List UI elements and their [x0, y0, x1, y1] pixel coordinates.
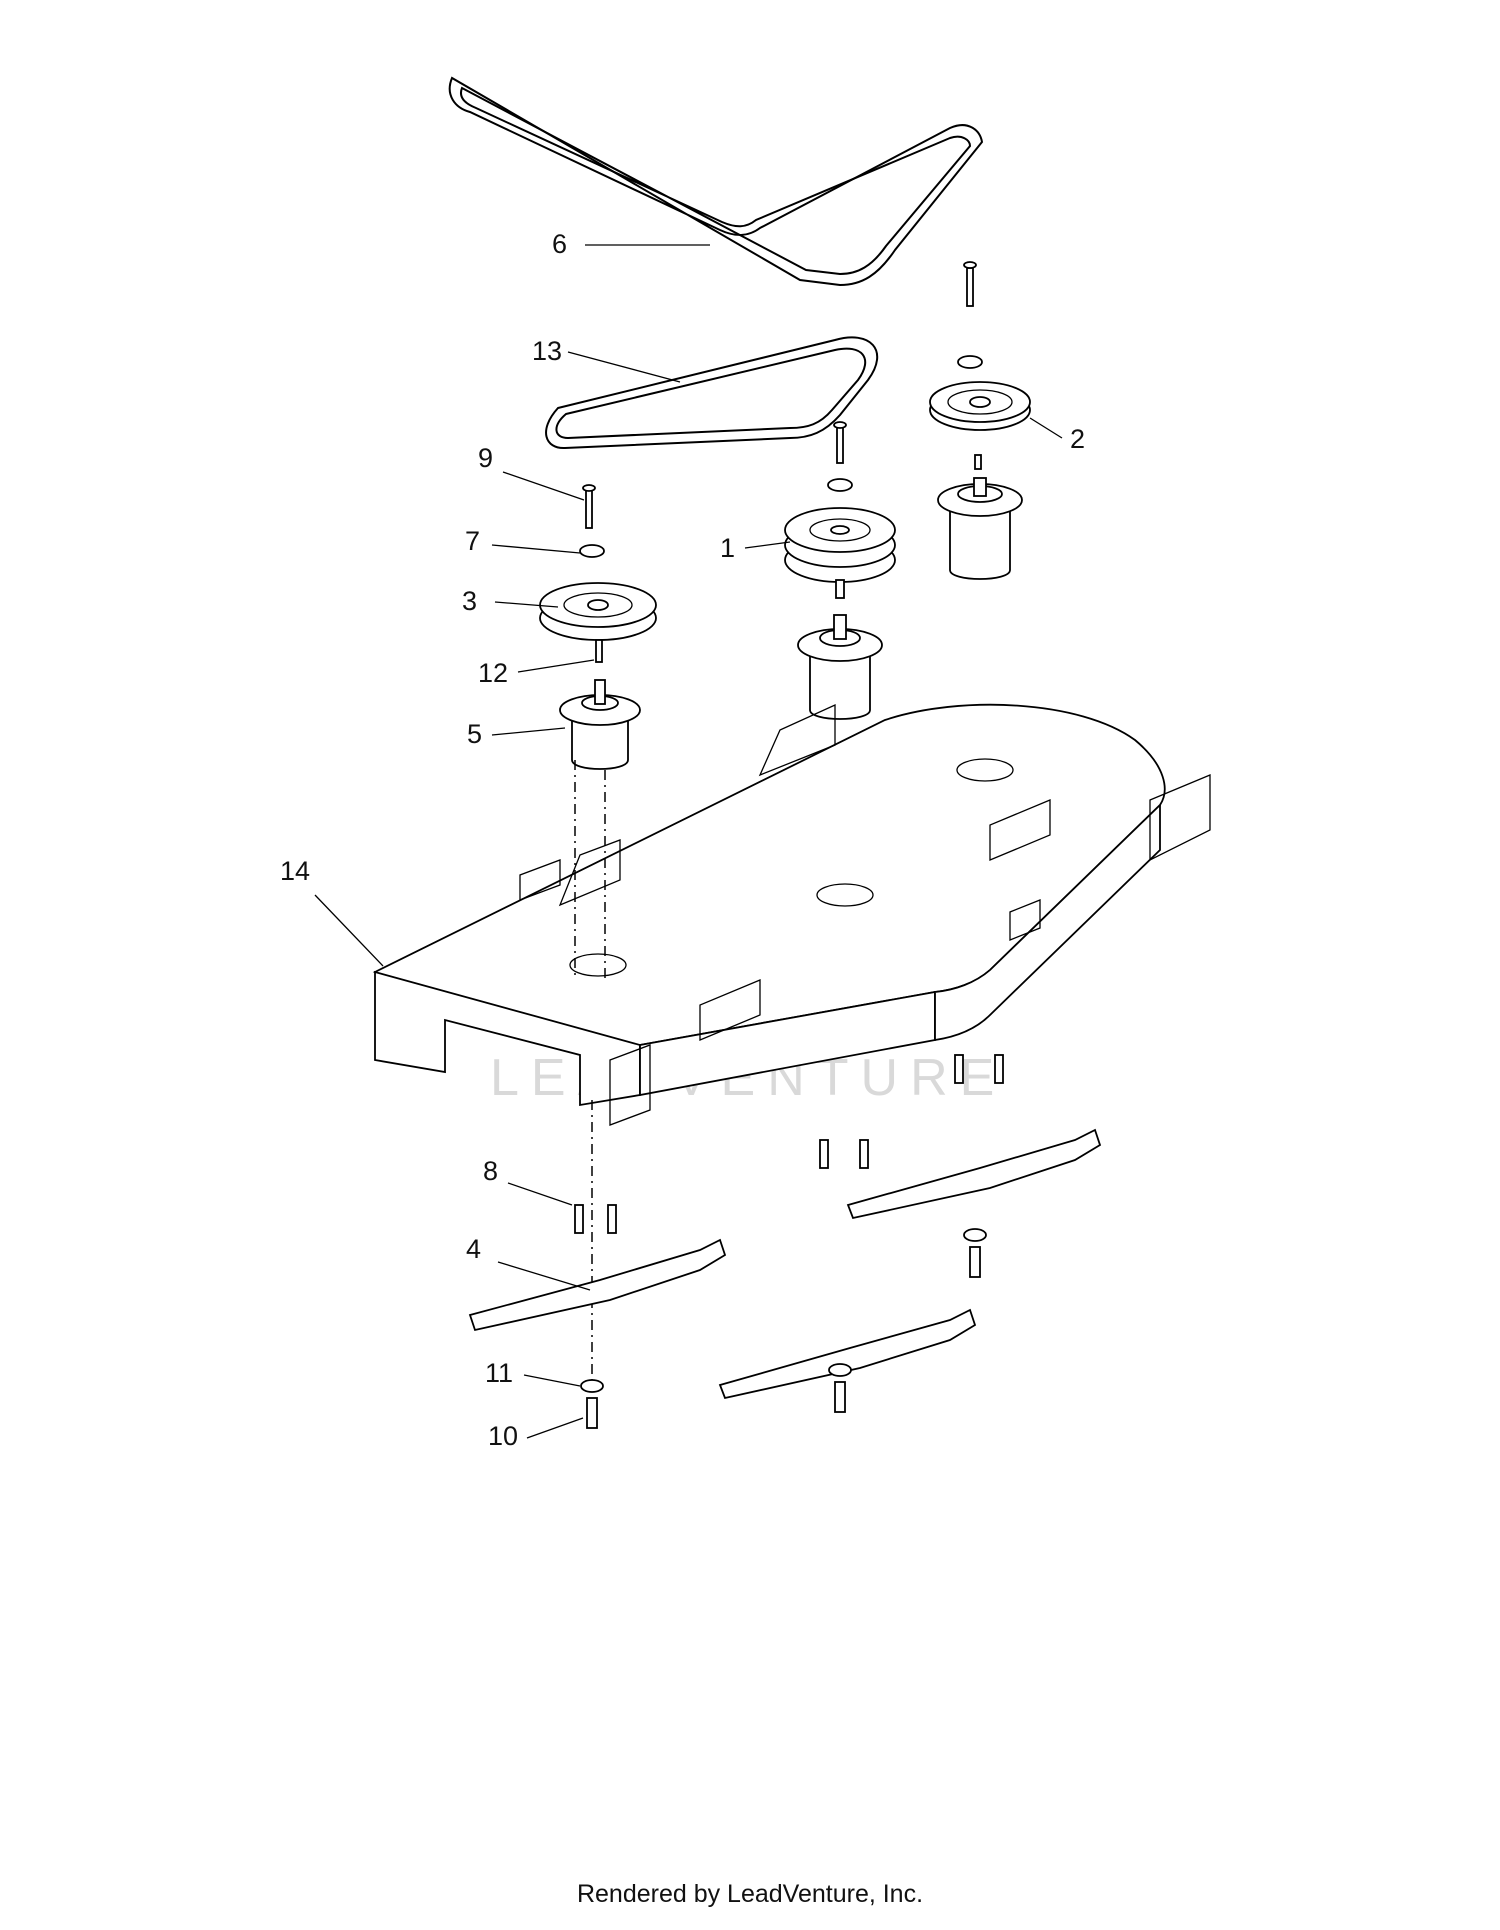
- part-labels: 6 13 2 9 7 1 3 12 5 14 8 4 11 10: [280, 229, 1085, 1451]
- part-label-14: 14: [280, 856, 310, 886]
- part-label-10: 10: [488, 1421, 518, 1451]
- part-label-3: 3: [462, 586, 477, 616]
- part-label-9: 9: [478, 443, 493, 473]
- part-label-8: 8: [483, 1156, 498, 1186]
- drive-belt-long: [448, 76, 984, 287]
- part-label-5: 5: [467, 719, 482, 749]
- right-pulley-assembly: [929, 261, 1031, 580]
- leader-lines: [314, 244, 1063, 1439]
- part-label-11: 11: [485, 1358, 513, 1388]
- center-pulley-assembly: [784, 421, 896, 720]
- blades-and-hardware: [468, 1054, 1102, 1429]
- footer-credit: Rendered by LeadVenture, Inc.: [576, 1880, 924, 1908]
- part-label-4: 4: [466, 1234, 481, 1264]
- left-pulley-assembly: [539, 484, 657, 770]
- drive-belt-short: [545, 336, 879, 450]
- part-label-6: 6: [552, 229, 567, 259]
- part-label-2: 2: [1070, 424, 1085, 454]
- part-label-13: 13: [532, 336, 562, 366]
- part-label-7: 7: [465, 526, 480, 556]
- part-label-12: 12: [478, 658, 508, 688]
- mower-deck: [372, 703, 1211, 1126]
- part-label-1: 1: [720, 533, 735, 563]
- alignment-lines: [574, 760, 606, 1380]
